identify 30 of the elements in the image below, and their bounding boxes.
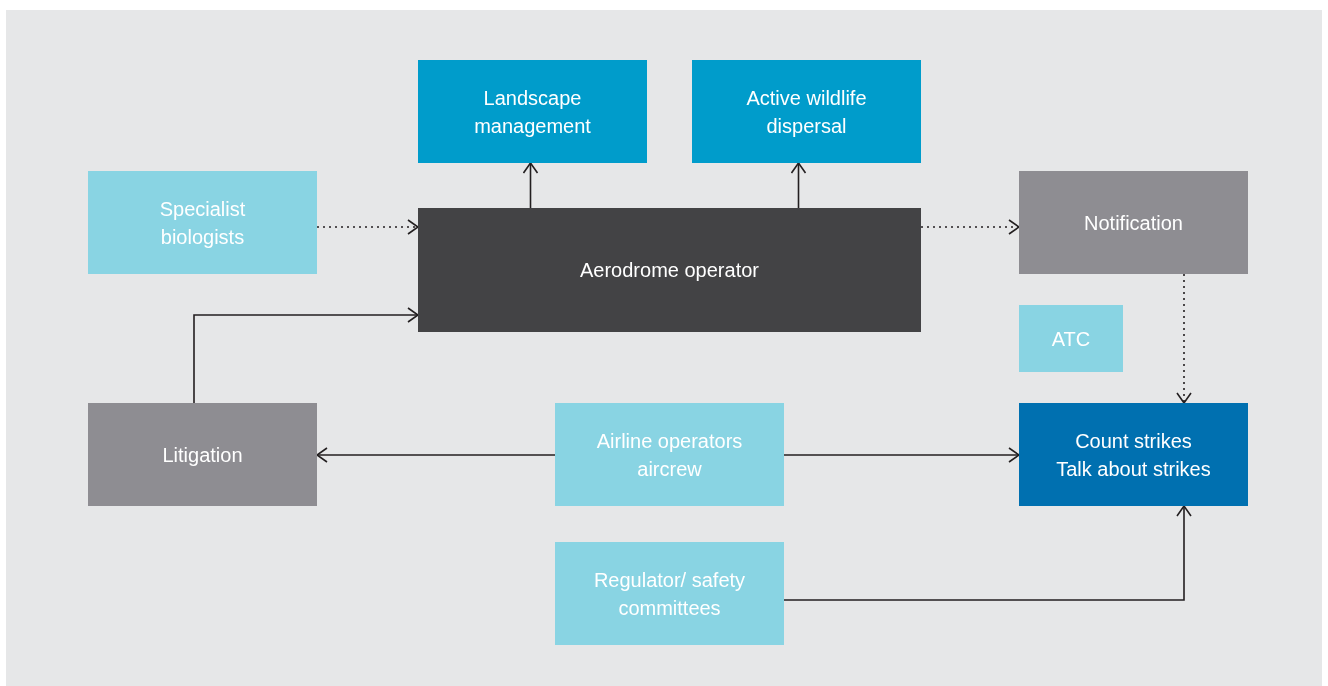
outcome-box <box>88 403 317 506</box>
box-label: Active wildlife dispersal <box>745 85 868 139</box>
action-box <box>692 60 921 163</box>
outcome-box <box>1019 171 1248 274</box>
action-box <box>418 60 647 163</box>
box-label: Regulator/ safety committees <box>592 567 747 621</box>
arrow <box>193 307 419 404</box>
box-label: Litigation <box>162 442 243 468</box>
stakeholder-box <box>555 542 784 645</box>
box-label: Talk about strikes <box>1056 456 1211 482</box>
stakeholder-box <box>555 403 784 506</box>
dotted-arrow <box>1176 273 1192 404</box>
box-label: Specialist biologists <box>158 196 247 250</box>
box-label: ATC <box>1051 326 1091 352</box>
arrow <box>783 505 1192 601</box>
stakeholder-box <box>1019 305 1123 372</box>
arrow <box>790 162 807 209</box>
box-label: Count strikes <box>1075 428 1192 454</box>
stakeholder-box <box>88 171 317 274</box>
operator-box <box>418 208 921 332</box>
reporting-box <box>1019 403 1248 506</box>
box-label: Airline operators aircrew <box>595 428 744 482</box>
box-label: Landscape management <box>473 85 592 139</box>
arrow <box>783 447 1020 463</box>
arrow <box>316 447 556 463</box>
box-label: Notification <box>1084 210 1183 236</box>
dotted-arrow <box>920 219 1020 235</box>
box-label: Aerodrome operator <box>580 258 759 283</box>
dotted-arrow <box>316 219 419 235</box>
arrow <box>522 162 539 209</box>
